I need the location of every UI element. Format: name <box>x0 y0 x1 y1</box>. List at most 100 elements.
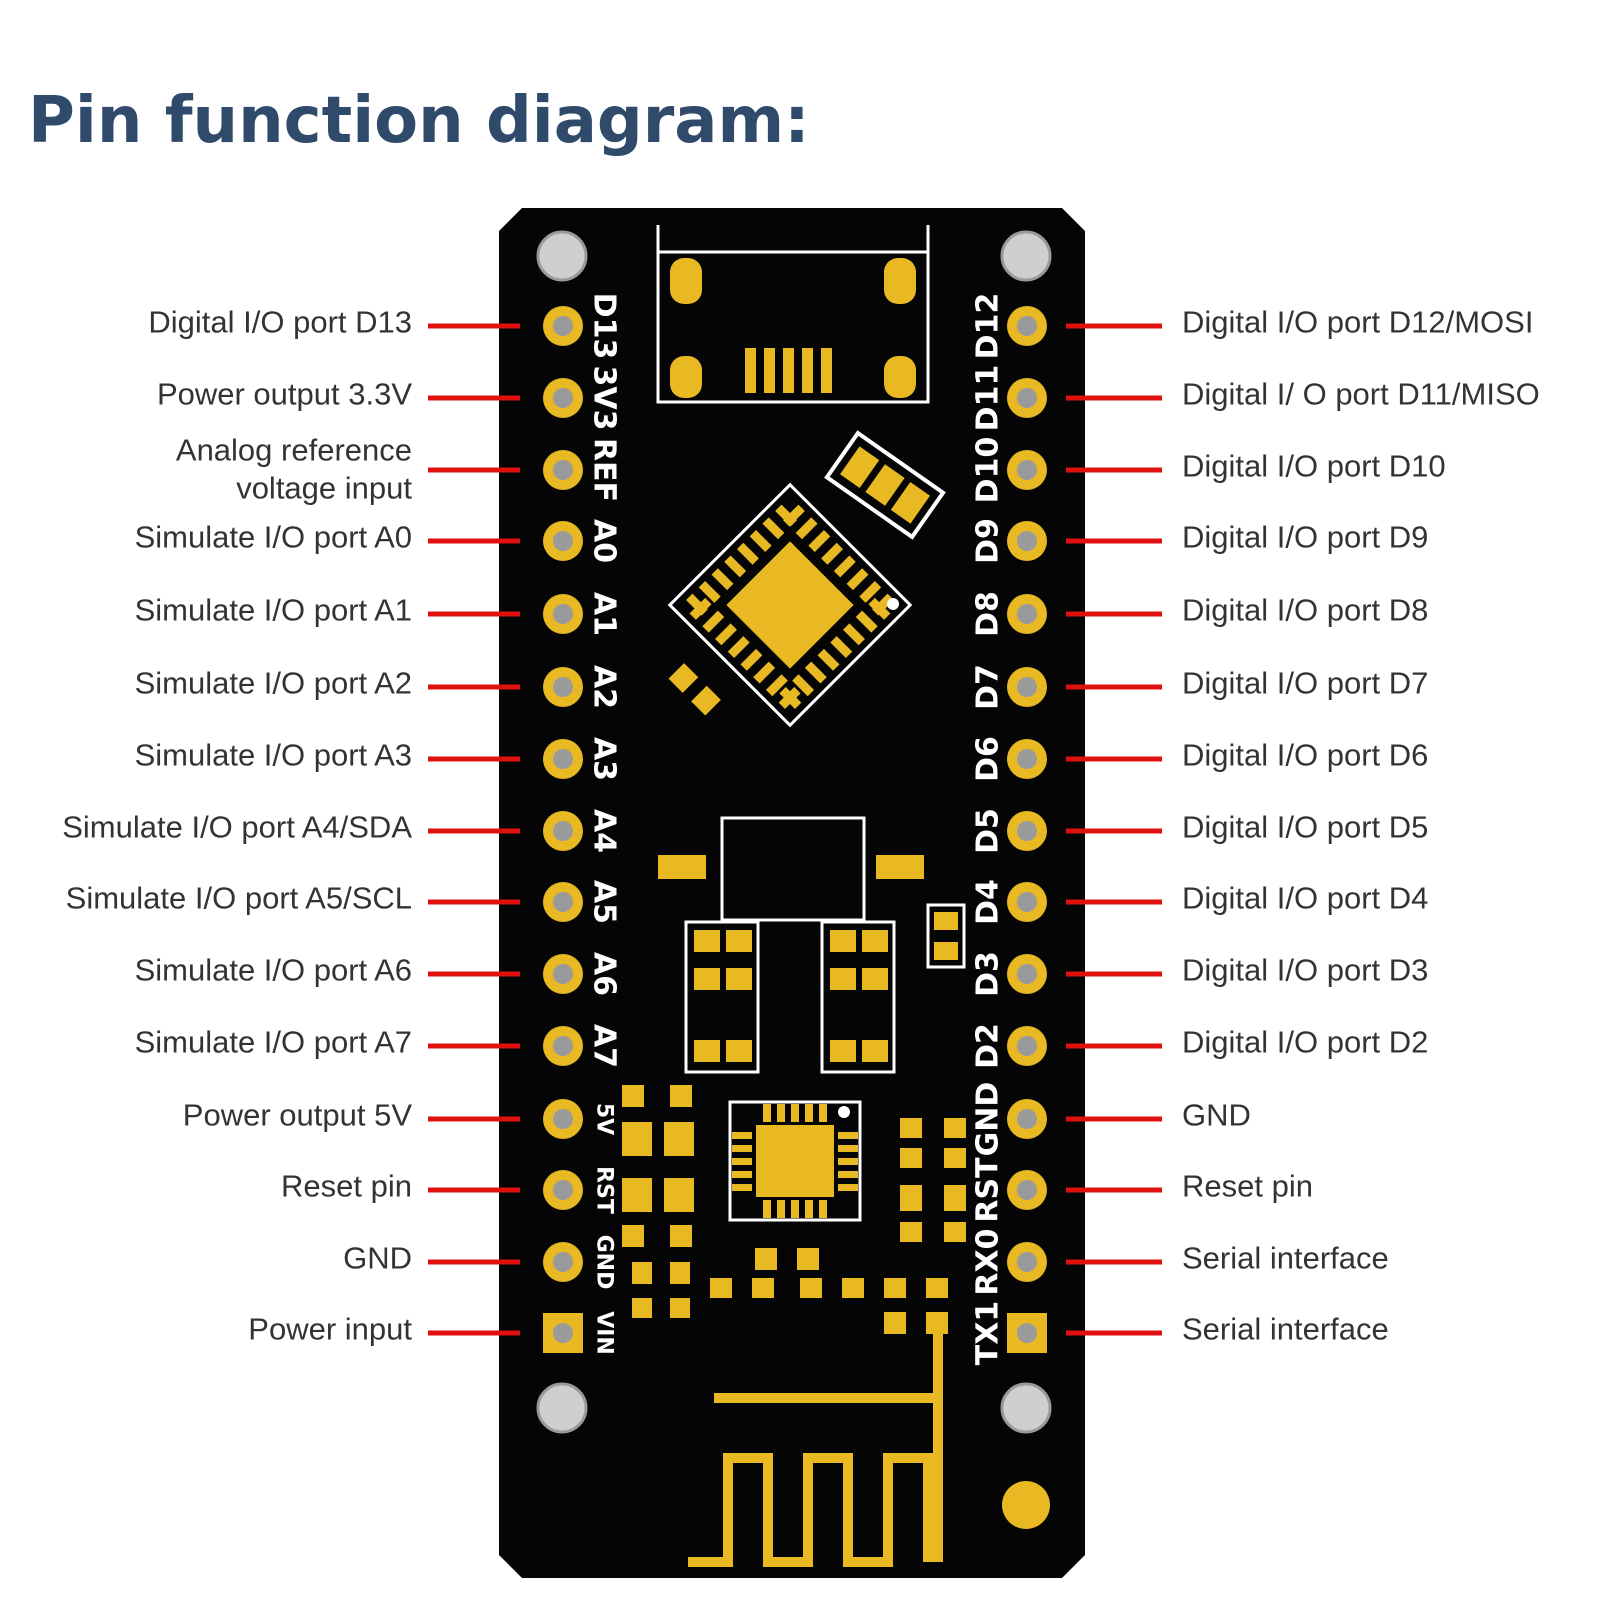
pin-name-d10: D10 <box>971 437 1006 504</box>
pin-label: Digital I/O port D4 <box>1182 881 1428 916</box>
chip-pin <box>732 1158 752 1165</box>
usb-connector <box>656 225 930 404</box>
pin-label: Digital I/O port D7 <box>1182 666 1428 701</box>
solder-pad <box>1002 1481 1050 1529</box>
pin-name-d4: D4 <box>971 879 1006 925</box>
pin-label: Digital I/O port D9 <box>1182 520 1428 555</box>
pin-hole <box>553 1036 573 1056</box>
pin-name-a4: A4 <box>587 809 622 853</box>
pin-name-rx0: RX0 <box>971 1228 1006 1295</box>
pin-label: Digital I/O port D3 <box>1182 953 1428 988</box>
pin-hole <box>1017 604 1037 624</box>
mcu-chip <box>667 482 913 728</box>
pin-label: voltage input <box>236 471 412 506</box>
chip-pin <box>711 568 734 591</box>
chip-dot <box>887 598 899 610</box>
pin-name-ref: REF <box>587 438 622 502</box>
chip-pin <box>838 1158 858 1165</box>
pin-name-a2: A2 <box>587 665 622 709</box>
pin-label: Simulate I/O port A4/SDA <box>62 810 412 845</box>
pin-label: Simulate I/O port A6 <box>135 953 412 988</box>
mounting-hole <box>536 230 588 282</box>
mounting-hole <box>1000 230 1052 282</box>
pin-label: Power input <box>248 1312 412 1347</box>
voltage-regulator <box>658 816 966 1074</box>
chip-pin <box>838 1132 858 1139</box>
passive-components <box>622 1085 966 1334</box>
chip-pin <box>763 1200 771 1218</box>
pin-label: Simulate I/O port A3 <box>135 738 412 773</box>
pin-name-a6: A6 <box>587 952 622 996</box>
pin-name-vin: VIN <box>592 1311 617 1355</box>
chip-pin <box>838 1184 858 1191</box>
chip-pin <box>791 1104 799 1122</box>
pin-hole <box>553 388 573 408</box>
chip-pin <box>753 661 776 684</box>
pin-name-d7: D7 <box>971 664 1006 710</box>
chip-pin <box>830 636 853 659</box>
pin-hole <box>1017 821 1037 841</box>
diagram-title: Pin function diagram: <box>28 84 810 158</box>
chip-pin <box>855 610 878 633</box>
pin-name-d11: D11 <box>971 365 1006 432</box>
pin-name-a5: A5 <box>587 880 622 924</box>
pin-name-a1: A1 <box>587 592 622 636</box>
pin-name-d5: D5 <box>971 808 1006 854</box>
pin-hole <box>553 677 573 697</box>
pin-hole <box>1017 388 1037 408</box>
pin-hole <box>553 964 573 984</box>
chip-pin <box>698 580 721 603</box>
pin-label: Reset pin <box>281 1169 412 1204</box>
chip-pin <box>779 687 802 709</box>
chip-pin <box>792 674 815 697</box>
pin-label: Simulate I/O port A7 <box>135 1025 412 1060</box>
pin-hole <box>1017 1323 1037 1343</box>
pin-name-a3: A3 <box>587 737 622 781</box>
chip-pin <box>732 1132 752 1139</box>
pin-name-gnd: GND <box>592 1235 617 1290</box>
pin-label: GND <box>1182 1098 1251 1133</box>
pcb-board: D133V3REFA0A1A2A3A4A5A6A75VRSTGNDVIND12D… <box>499 208 1085 1578</box>
pin-label: Serial interface <box>1182 1241 1389 1276</box>
pin-label: Digital I/O port D13 <box>148 305 412 340</box>
chip-pin <box>740 648 763 671</box>
chip-pin <box>819 1104 827 1122</box>
chip-pin <box>838 1171 858 1178</box>
capacitor <box>668 663 721 716</box>
pin-hole <box>553 1323 573 1343</box>
pin-name-d6: D6 <box>971 736 1006 782</box>
chip-pin <box>727 636 750 659</box>
chip-pin <box>763 1104 771 1122</box>
pin-label: Power output 5V <box>183 1098 413 1133</box>
chip-pin <box>732 1145 752 1152</box>
chip-pin <box>821 542 844 565</box>
chip-pin <box>817 648 840 671</box>
pin-hole <box>1017 1036 1037 1056</box>
pcb-antenna <box>688 1332 943 1567</box>
pin-hole <box>553 1180 573 1200</box>
chip-pin <box>843 623 865 646</box>
pin-label: Reset pin <box>1182 1169 1313 1204</box>
pin-hole <box>1017 677 1037 697</box>
chip-pin <box>805 1104 813 1122</box>
pin-label: Digital I/O port D8 <box>1182 593 1428 628</box>
chip-pin <box>846 568 869 591</box>
pin-hole <box>553 604 573 624</box>
chip-pin <box>777 1200 785 1218</box>
mounting-hole <box>536 1382 588 1434</box>
chip-pin <box>686 593 708 616</box>
pin-label: Simulate I/O port A2 <box>135 666 412 701</box>
chip-pin <box>736 542 759 565</box>
chip-pin <box>715 623 737 646</box>
chip-pin <box>872 593 894 616</box>
pin-name-a7: A7 <box>587 1024 622 1068</box>
chip-pin <box>804 661 827 684</box>
chip-pin <box>732 1171 752 1178</box>
chip-pin <box>777 1104 785 1122</box>
chip-pin <box>724 555 747 578</box>
pin-hole <box>553 749 573 769</box>
chip-pin <box>749 530 772 552</box>
pin-name-d12: D12 <box>971 293 1006 360</box>
chip-pin <box>732 1184 752 1191</box>
